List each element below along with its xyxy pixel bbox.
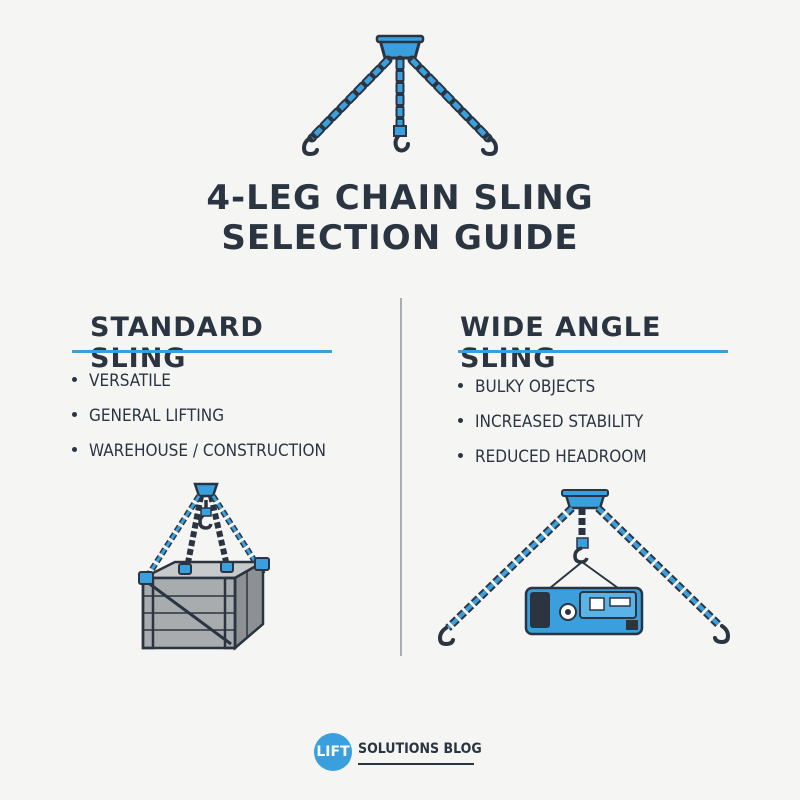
- column-divider: [400, 298, 402, 656]
- standard-heading-underline: [72, 350, 332, 353]
- wide-heading-underline: [458, 350, 728, 353]
- machine-lift-icon: [437, 489, 731, 647]
- bullet-dot: [72, 412, 77, 417]
- page-title-line1: 4-LEG CHAIN SLING: [206, 178, 594, 218]
- list-item: GENERAL LIFTING: [72, 399, 326, 434]
- bullet-dot: [458, 383, 463, 388]
- wide-angle-sling-heading: WIDE ANGLE SLING: [460, 312, 662, 374]
- standard-bullet-list: VERSATILE GENERAL LIFTING WAREHOUSE / CO…: [72, 364, 326, 469]
- chain-sling-icon: [301, 34, 499, 157]
- brand-name: SOLUTIONS BLOG: [358, 741, 482, 757]
- bullet-dot: [72, 377, 77, 382]
- brand-logo: LIFT SOLUTIONS BLOG: [314, 733, 494, 773]
- list-item: VERSATILE: [72, 364, 326, 399]
- brand-underline: [358, 763, 474, 765]
- bullet-dot: [458, 453, 463, 458]
- list-item: BULKY OBJECTS: [458, 370, 647, 405]
- list-item: INCREASED STABILITY: [458, 405, 647, 440]
- bullet-dot: [458, 418, 463, 423]
- list-item: REDUCED HEADROOM: [458, 440, 647, 475]
- bullet-dot: [72, 447, 77, 452]
- standard-sling-heading: STANDARD SLING: [90, 312, 264, 374]
- list-item: WAREHOUSE / CONSTRUCTION: [72, 434, 326, 469]
- wide-angle-bullet-list: BULKY OBJECTS INCREASED STABILITY REDUCE…: [458, 370, 647, 475]
- page-title-line2: SELECTION GUIDE: [221, 218, 579, 258]
- crate-lift-icon: [138, 482, 270, 651]
- lift-logo-icon: LIFT: [314, 733, 352, 771]
